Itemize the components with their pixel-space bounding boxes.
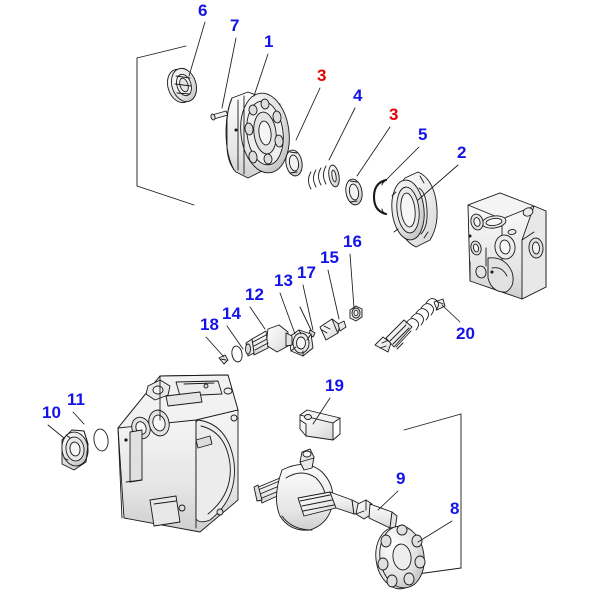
part-15-plug-screw	[319, 318, 347, 341]
callout-label-3: 3	[317, 66, 327, 85]
callout-label-17: 17	[297, 263, 316, 282]
part-9-hex-bolt	[355, 499, 398, 531]
callout-label-4: 4	[353, 86, 363, 105]
leader-line-5	[382, 146, 420, 184]
callout-label-14: 14	[222, 304, 241, 323]
leader-line-8	[417, 520, 453, 543]
leader-line-10	[47, 424, 65, 439]
callout-label-12: 12	[245, 285, 264, 304]
leader-line-4	[328, 107, 356, 161]
callout-label-8: 8	[450, 499, 460, 518]
callout-label-20: 20	[456, 324, 475, 343]
part-3-snap-ring-b	[345, 178, 363, 206]
part-6-bearing-race	[166, 67, 198, 104]
part-7-dowel-pin	[210, 110, 229, 121]
leader-line-17	[302, 284, 314, 331]
part-17-needle-pin	[299, 306, 316, 338]
leader-line-12	[249, 306, 266, 330]
callout-label-11: 11	[67, 390, 85, 409]
callout-label-1: 1	[264, 32, 274, 51]
leader-line-2	[417, 164, 459, 201]
callout-label-19: 19	[325, 376, 344, 395]
part-2-seal-retainer-flange	[391, 171, 438, 248]
callout-label-7: 7	[230, 16, 240, 35]
valve-body-block	[467, 192, 547, 300]
leader-line-3	[295, 87, 321, 141]
callout-label-6: 6	[198, 1, 208, 20]
part-12-threaded-fitting	[245, 324, 293, 357]
leader-line-9	[377, 490, 399, 511]
part-11-o-ring	[93, 428, 109, 452]
leader-line-3	[356, 126, 391, 177]
callout-label-3: 3	[389, 105, 399, 124]
part-19-woodruff-key	[299, 409, 341, 441]
relief-valve-assembly	[374, 298, 439, 353]
callout-label-13: 13	[274, 271, 293, 290]
part-3-snap-ring-a	[285, 149, 303, 177]
leader-line-16	[349, 253, 355, 309]
leader-line-20	[441, 304, 461, 323]
leader-line-13	[279, 292, 296, 335]
upper-left-corner-frame	[136, 45, 195, 206]
part-8-retainer-plate	[375, 524, 426, 590]
part-4-spring-washer-stack	[308, 164, 340, 190]
callout-label-2: 2	[457, 143, 467, 162]
pump-housing-case	[117, 374, 239, 533]
callout-label-18: 18	[200, 315, 219, 334]
callout-label-9: 9	[396, 469, 406, 488]
leader-line-15	[327, 269, 340, 320]
part-14-small-o-ring	[231, 345, 243, 363]
leader-line-7	[221, 37, 237, 109]
swashplate-drive-shaft	[253, 448, 377, 531]
part-10-end-plug-cap	[61, 429, 89, 471]
part-1-cylinder-block	[225, 91, 290, 179]
callout-label-10: 10	[42, 403, 61, 422]
part-16-hex-socket-nut	[349, 305, 363, 322]
part-5-retaining-ring	[372, 178, 388, 216]
leader-line-1	[253, 53, 269, 97]
leader-line-19	[312, 397, 331, 425]
callout-label-5: 5	[418, 125, 428, 144]
callout-leader-lines	[47, 21, 461, 543]
part-20-relief-valve-fitting	[433, 298, 446, 311]
leader-line-6	[188, 21, 206, 77]
callout-label-16: 16	[343, 232, 362, 251]
part-13-hex-nut	[288, 329, 314, 357]
leader-line-11	[72, 411, 85, 425]
callout-label-15: 15	[320, 248, 339, 267]
leader-line-18	[205, 336, 225, 358]
leader-line-14	[226, 325, 244, 350]
